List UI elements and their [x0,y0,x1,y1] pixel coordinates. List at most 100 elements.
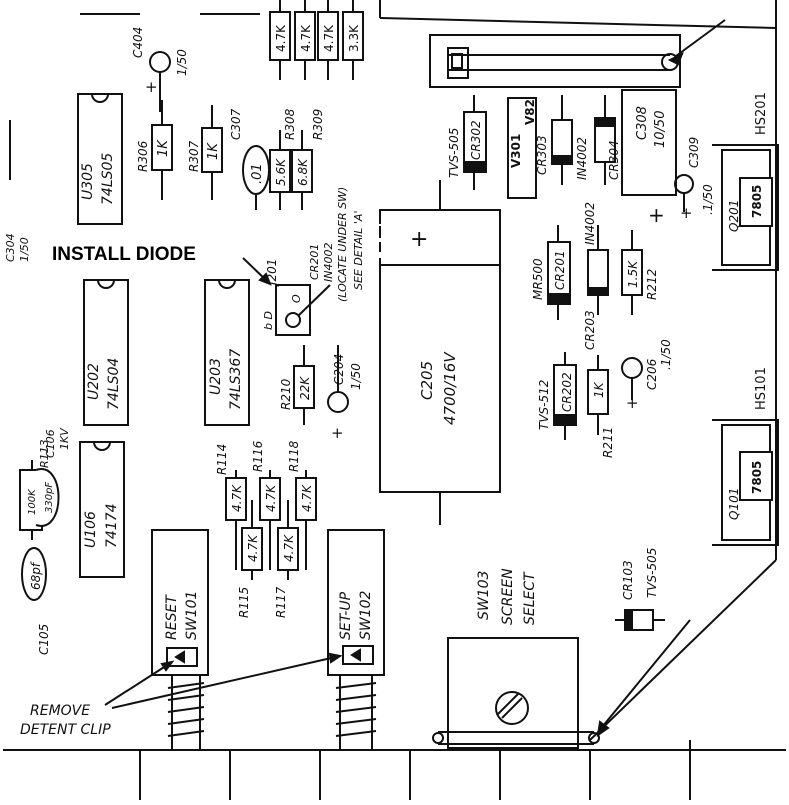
tvs505-top-ref: TVS-505 [447,128,461,178]
cr302-body: CR302 [469,120,483,160]
c206-polarity: + [626,394,639,412]
cr103-part: TVS-505 [645,548,659,598]
cr203-label: CR203 [583,310,597,350]
q101-part: 7805 [750,461,764,494]
j201-pin: O [290,294,303,303]
v301-varistor: V301 V82 [507,97,537,199]
j201-ref: J201 [265,259,279,287]
cr201-body: CR201 [553,250,567,290]
c206-ref: C206 [645,358,659,390]
cr103-diode: CR103 TVS-505 [615,548,665,631]
r117-ref: R117 [274,586,288,618]
c106-body: 330pF [44,482,55,513]
r210-ref: R210 [279,378,293,410]
r306-resistor: 1K R306 [136,100,173,200]
c307-value: .01 [250,163,265,184]
c105-capacitor: 68pf C105 [21,547,51,655]
c307-ref: C307 [229,108,243,140]
resistor-top-3-value: 4.7K [322,24,336,52]
c404-polarity: + [145,78,158,96]
c309-value: .1/50 [701,184,715,215]
r115-resistor [241,527,263,571]
c404-value: 1/50 [175,49,189,76]
hs101-heatsink: HS101 Q101 7805 [712,367,779,546]
cr201-note-line3: (LOCATE UNDER SW) [336,187,349,302]
u305-ref: U305 [80,163,96,200]
c205-value: 4700/16V [441,351,459,425]
r116-resistor [259,477,281,521]
install-diode-label: INSTALL DIODE [52,244,196,265]
u106-ic: U106 74174 [79,441,125,578]
c304-ref: C304 [4,233,17,262]
r306-value: 1K [156,139,171,157]
cr202-body: CR202 [560,372,574,412]
top-resistor-row: 4.7K 4.7K 4.7K 3.3K [269,0,364,80]
c308-capacitor: C308 10/50 + [621,89,677,227]
j201-connector: J201 b D O [262,259,331,336]
r118-ref: R118 [287,440,301,472]
c308-value: 10/50 [653,111,668,148]
remove-detent-line1: REMOVE [30,703,90,719]
r211-resistor: 1K R211 [587,355,615,458]
v301-value: V82 [523,99,537,125]
r308-resistor: 5.6K R308 [269,108,297,210]
r307-resistor: 1K R307 [187,105,223,200]
install-diode-callout: INSTALL DIODE [52,244,272,286]
c309-ref: C309 [687,137,701,168]
c204-capacitor: + C204 1/50 [327,345,363,442]
c205-polarity: + [410,227,428,252]
r309-value: 6.8K [296,158,310,186]
hs201-heatsink: HS201 Q201 7805 [712,92,779,271]
resistor-body [294,11,316,61]
r307-ref: R307 [187,140,201,172]
cr201-note-line1: CR201 [308,244,321,280]
j201-bd: b D [262,311,275,330]
in4002-b-label: IN4002 [583,202,597,245]
u106-ref: U106 [83,511,99,548]
u203-part: 74LS367 [228,349,244,410]
u305-part: 74LS05 [100,153,116,205]
r307-value: 1K [206,142,221,160]
c204-ref: C204 [332,354,346,385]
r114-ref: R114 [215,444,229,475]
sw102-ref: SW102 [358,590,374,640]
sw103-ref: SW103 [476,571,492,620]
u202-ref: U202 [86,363,102,400]
sw101-ref: SW101 [184,591,200,640]
r115-ref: R115 [237,587,251,618]
r113-ref: R113 [38,439,51,468]
r117-resistor [277,527,299,571]
c206-capacitor: + C206 .1/50 [621,339,673,412]
r117-value: 4.7K [282,534,296,562]
r212-ref: R212 [645,269,659,300]
cr303-diode: CR303 IN4002 [535,95,589,185]
q101-ref: Q101 [727,488,741,520]
sw103-line2: SELECT [522,571,538,625]
u106-part: 74174 [104,503,120,548]
r211-value: 1K [592,381,606,398]
resistor-top-2-value: 4.7K [299,24,313,52]
sw103-screen-select: SW103 SCREEN SELECT [432,568,691,749]
r116-value: 4.7K [264,484,278,512]
c105-value: 68pf [29,561,43,590]
c308-polarity: + [648,203,665,227]
r113-value: 100K [27,488,38,515]
c206-value: .1/50 [659,339,673,370]
resistor-body [317,11,339,61]
cr201-note-line2: IN4002 [322,243,335,282]
sw102-name: SET-UP [338,591,354,640]
cr202-diode: CR202 TVS-512 [537,352,577,440]
r118-resistor [295,477,317,521]
resistor-body [269,11,291,61]
sw101-reset-switch: RESET SW101 [151,529,209,750]
v301-ref: V301 [509,134,523,168]
cr203-diode: IN4002 CR203 [583,202,609,350]
hs201-label: HS201 [754,92,769,135]
mr500-ref: MR500 [531,258,545,300]
r118-value: 4.7K [300,484,314,512]
r309-ref: R309 [311,109,325,140]
cr304-ref: CR304 [607,140,621,180]
r308-value: 5.6K [274,158,288,186]
c309-capacitor: + C309 .1/50 [674,137,715,222]
